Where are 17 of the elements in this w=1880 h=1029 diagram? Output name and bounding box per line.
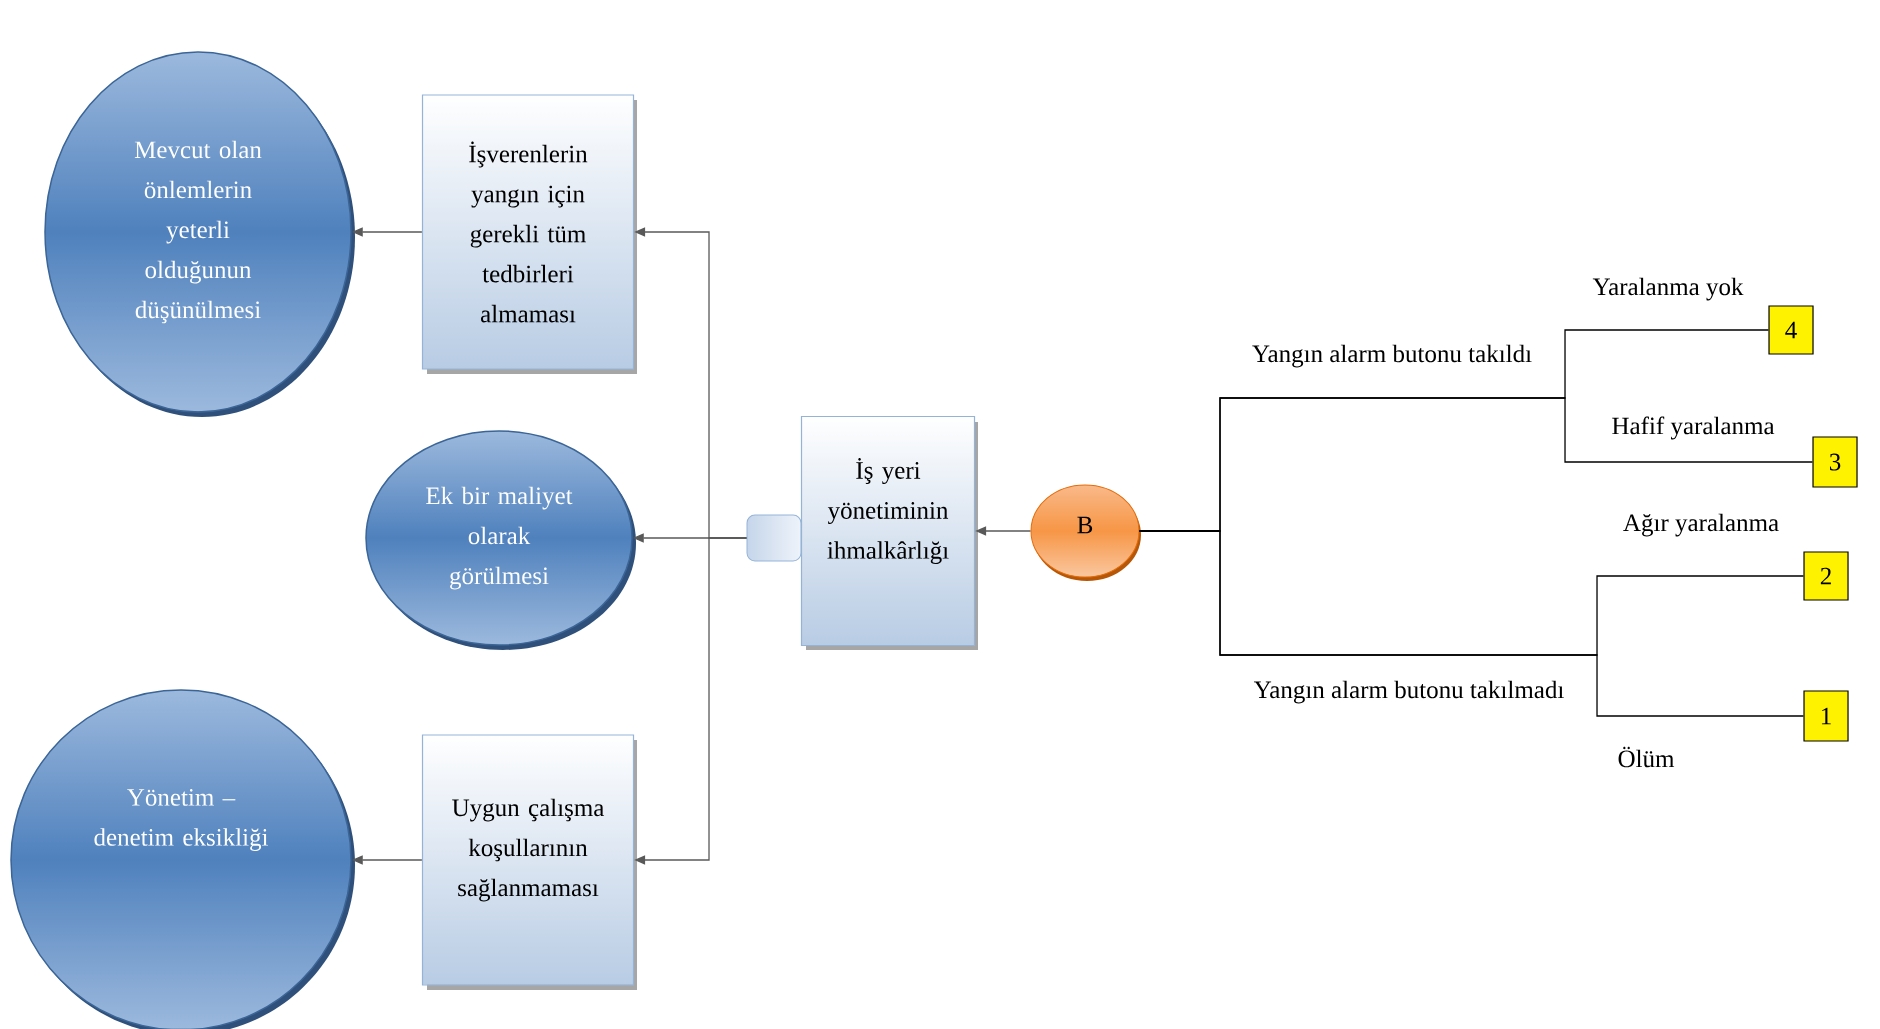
connector-tab — [746, 514, 802, 562]
outcome-number-box: 4 — [1768, 305, 1814, 355]
branch-label: Ağır yaralanma — [1623, 513, 1779, 537]
outcome-number-box: 3 — [1812, 436, 1858, 488]
branch-label: Yaralanma yok — [1592, 277, 1744, 301]
branch-label: Ölüm — [1618, 746, 1675, 768]
process-box: İşverenlerin yangın için gerekli tüm tedbirleri almaması — [421, 94, 637, 374]
branch-label: Yangın alarm butonu takıldı — [1252, 344, 1532, 368]
branch-label: Yangın alarm butonu takılmadı — [1254, 680, 1564, 704]
ellipse-node: Mevcut olan önlemlerin yeterli olduğunun düşünülmesi — [44, 51, 355, 417]
process-box: İş yeri yönetiminin ihmalkârlığı — [800, 415, 978, 650]
ellipse-node: Ek bir maliyet olarak görülmesi — [365, 430, 636, 650]
branch-label: Hafif yaralanma — [1612, 416, 1775, 440]
outcome-number-box: 2 — [1803, 551, 1849, 601]
outcome-number-box: 1 — [1803, 690, 1849, 742]
ellipse-node: Yönetim – denetim eksikliği — [10, 689, 355, 1029]
process-box: Uygun çalışma koşullarının sağlanmaması — [421, 734, 637, 990]
